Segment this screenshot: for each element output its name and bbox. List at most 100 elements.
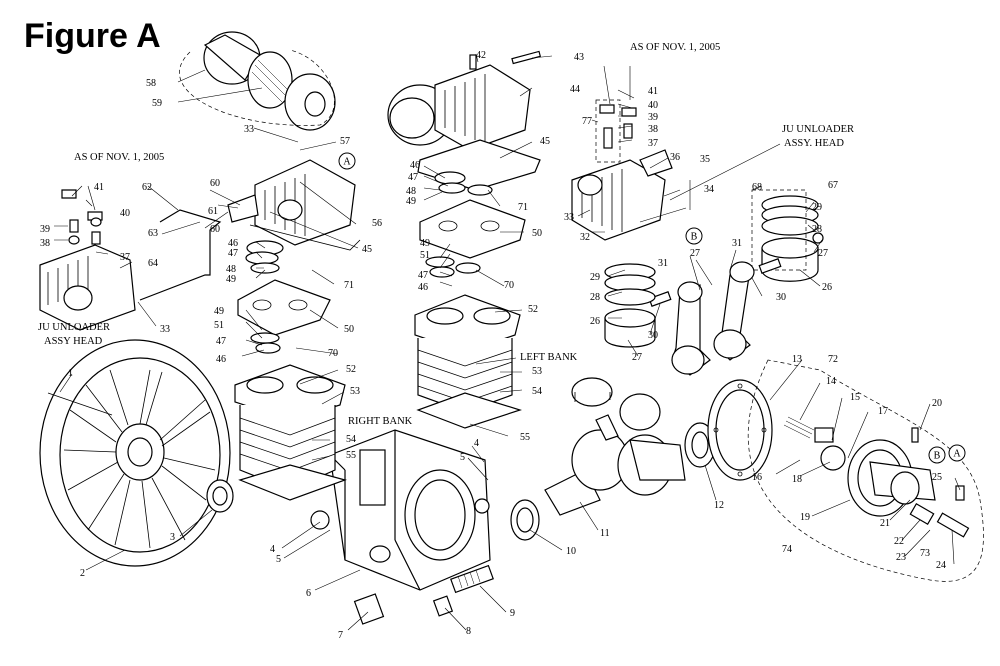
callout-c67: 67 — [828, 180, 838, 191]
callout-c49d: 49 — [420, 238, 430, 249]
flywheel — [39, 339, 234, 567]
callout-c33b: 33 — [160, 324, 170, 335]
callout-c6: 6 — [306, 588, 311, 599]
callout-c26a: 26 — [590, 316, 600, 327]
left-bank-valves — [419, 171, 526, 278]
callout-c39b: 39 — [648, 112, 658, 123]
callout-c68: 68 — [752, 182, 762, 193]
callout-c47d: 47 — [418, 270, 428, 281]
callout-c9: 9 — [510, 608, 515, 619]
callout-c19: 19 — [800, 512, 810, 523]
callout-c45a: 45 — [362, 244, 372, 255]
piston-group-right — [761, 195, 824, 282]
piston-kit-outline — [751, 189, 807, 271]
callout-c16: 16 — [752, 472, 762, 483]
callout-c74: 74 — [782, 544, 792, 555]
callout-c20: 20 — [932, 398, 942, 409]
bearing-front — [510, 499, 540, 541]
callout-c5b: 5 — [460, 452, 465, 463]
callout-c46a: 46 — [228, 238, 238, 249]
circle-ref-refA2: A — [948, 444, 966, 462]
callout-c50b: 50 — [532, 228, 542, 239]
oil-pump-kit-outline — [747, 359, 984, 582]
circle-ref-refA1: A — [338, 152, 356, 170]
callout-c52a: 52 — [346, 364, 356, 375]
callout-c26b: 26 — [822, 282, 832, 293]
callout-c27a: 27 — [632, 352, 642, 363]
callout-c45b: 45 — [540, 136, 550, 147]
note-left-bank: LEFT BANK — [520, 352, 578, 363]
callout-c57: 57 — [340, 136, 350, 147]
callout-c47a: 47 — [228, 248, 238, 259]
piston-group-left — [604, 263, 656, 348]
circle-ref-ring — [338, 152, 356, 170]
note-right-bank: RIGHT BANK — [348, 416, 413, 427]
callout-c77: 77 — [582, 116, 592, 127]
callout-c63: 63 — [148, 228, 158, 239]
note-as-of-right: AS OF NOV. 1, 2005 — [630, 42, 720, 53]
circle-ref-refB2: B — [928, 446, 946, 464]
figure-title: Figure A — [24, 17, 161, 55]
note-unloader-right-2: ASSY. HEAD — [784, 138, 844, 149]
callout-c37b: 37 — [648, 138, 658, 149]
circle-ref-letter: B — [934, 451, 941, 462]
callout-c10: 10 — [566, 546, 576, 557]
callout-c3: 3 — [170, 532, 175, 543]
callout-c47c: 47 — [408, 172, 418, 183]
callout-c31b: 31 — [732, 238, 742, 249]
callout-c42: 42 — [476, 50, 486, 61]
callout-c31a: 31 — [658, 258, 668, 269]
cylinder-left-bank — [414, 294, 522, 429]
callout-c2: 2 — [80, 568, 85, 579]
callout-c37a: 37 — [120, 252, 130, 263]
callout-c36: 36 — [670, 152, 680, 163]
callout-c46b: 46 — [216, 354, 226, 365]
circle-ref-ring — [685, 227, 703, 245]
circle-ref-letter: B — [691, 232, 698, 243]
callout-c41b: 41 — [648, 86, 658, 97]
callout-c35: 35 — [700, 154, 710, 165]
callout-c40b: 40 — [648, 100, 658, 111]
callout-c55a: 55 — [346, 450, 356, 461]
callout-c51b: 51 — [420, 250, 430, 261]
callout-c5a: 5 — [276, 554, 281, 565]
callout-c54b: 54 — [532, 386, 542, 397]
callout-c41a: 41 — [94, 182, 104, 193]
callout-c58: 58 — [146, 78, 156, 89]
callout-c60b: 60 — [210, 224, 220, 235]
callout-c44: 44 — [570, 84, 580, 95]
callout-c28a: 28 — [590, 292, 600, 303]
callout-c40a: 40 — [120, 208, 130, 219]
callout-c50a: 50 — [344, 324, 354, 335]
callout-c71b: 71 — [518, 202, 528, 213]
callout-c52b: 52 — [528, 304, 538, 315]
circle-ref-refB1: B — [685, 227, 703, 245]
callout-c30b: 30 — [776, 292, 786, 303]
callout-c64: 64 — [148, 258, 158, 269]
circle-ref-letter: A — [343, 157, 351, 168]
callout-c14: 14 — [826, 376, 836, 387]
callout-c53a: 53 — [350, 386, 360, 397]
air-filter — [203, 31, 336, 131]
drain-plugs — [353, 564, 494, 625]
callout-c18: 18 — [792, 474, 802, 485]
callout-c34: 34 — [704, 184, 714, 195]
callout-c1: 1 — [68, 368, 73, 379]
callout-c4b: 4 — [474, 438, 479, 449]
callout-c7: 7 — [338, 630, 343, 641]
crankshaft — [544, 377, 686, 516]
callout-c48b: 48 — [406, 186, 416, 197]
callout-c49b: 49 — [214, 306, 224, 317]
callout-c33c: 33 — [564, 212, 574, 223]
callout-c70a: 70 — [328, 348, 338, 359]
callout-c33a: 33 — [244, 124, 254, 135]
callout-c13: 13 — [792, 354, 802, 365]
cylinder-head-right-bank — [227, 159, 361, 251]
right-bank-valves — [237, 240, 331, 354]
callout-c38a: 38 — [40, 238, 50, 249]
callout-c12: 12 — [714, 500, 724, 511]
